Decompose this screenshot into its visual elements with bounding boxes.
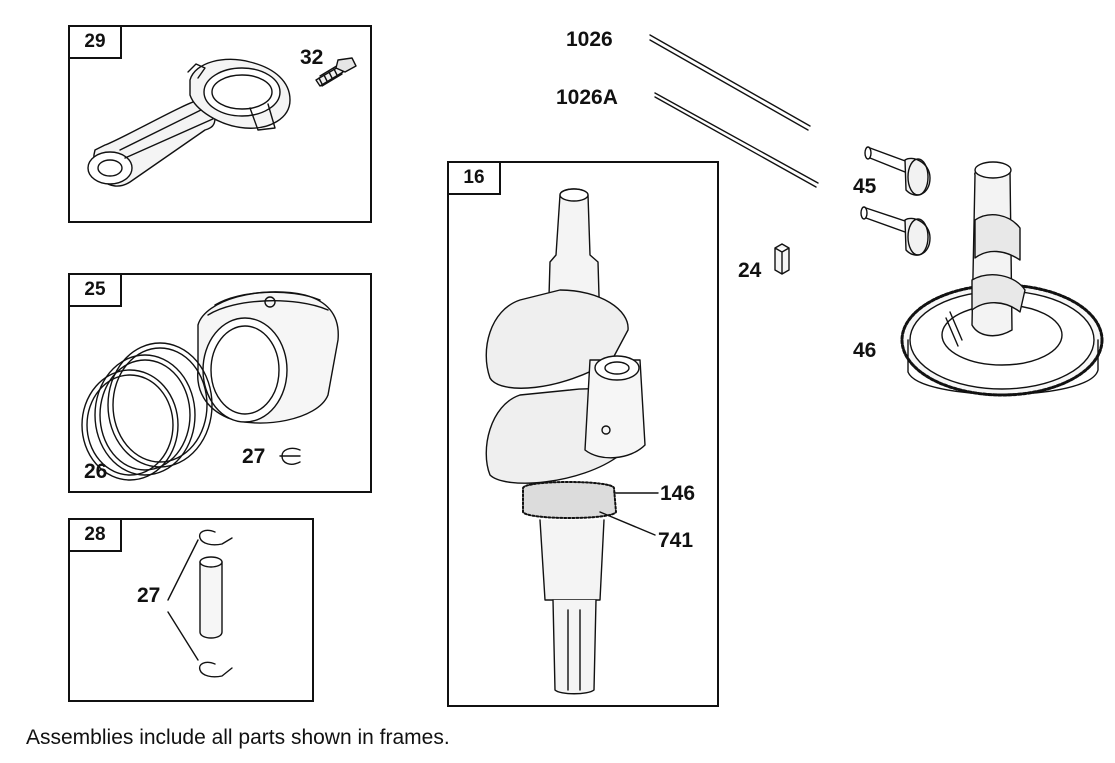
- frame-29-connecting-rod: 29: [68, 25, 372, 223]
- camshaft-gear-drawing: [902, 162, 1102, 395]
- callout-1026A: 1026A: [556, 86, 618, 109]
- callout-741: 741: [658, 529, 694, 552]
- crankshaft-drawing: [486, 189, 658, 694]
- callout-146: 146: [660, 482, 696, 505]
- frame-tag: 25: [68, 273, 122, 307]
- frame-tag: 28: [68, 518, 122, 552]
- bolt-drawing: [316, 58, 356, 86]
- connecting-rod-drawing: [88, 59, 290, 186]
- frame-28-piston-pin: 28: [68, 518, 314, 702]
- piston-pin-drawing: [168, 530, 232, 676]
- callout-24: 24: [738, 259, 762, 282]
- piston-rings-drawing: [82, 343, 212, 480]
- callout-27: 27: [242, 445, 266, 468]
- frame-tag: 16: [447, 161, 501, 195]
- callout-26: 26: [84, 460, 108, 483]
- valves-drawing: [861, 147, 930, 255]
- callout-45: 45: [853, 175, 877, 198]
- key-drawing: [775, 244, 789, 274]
- callout-46: 46: [853, 339, 877, 362]
- pushrods-drawing: [650, 35, 818, 187]
- callout-1026: 1026: [566, 28, 613, 51]
- piston-drawing: [198, 292, 339, 423]
- callout-32: 32: [300, 46, 324, 69]
- assemblies-footnote: Assemblies include all parts shown in fr…: [26, 726, 450, 749]
- callout-27: 27: [137, 584, 161, 607]
- frame-tag: 29: [68, 25, 122, 59]
